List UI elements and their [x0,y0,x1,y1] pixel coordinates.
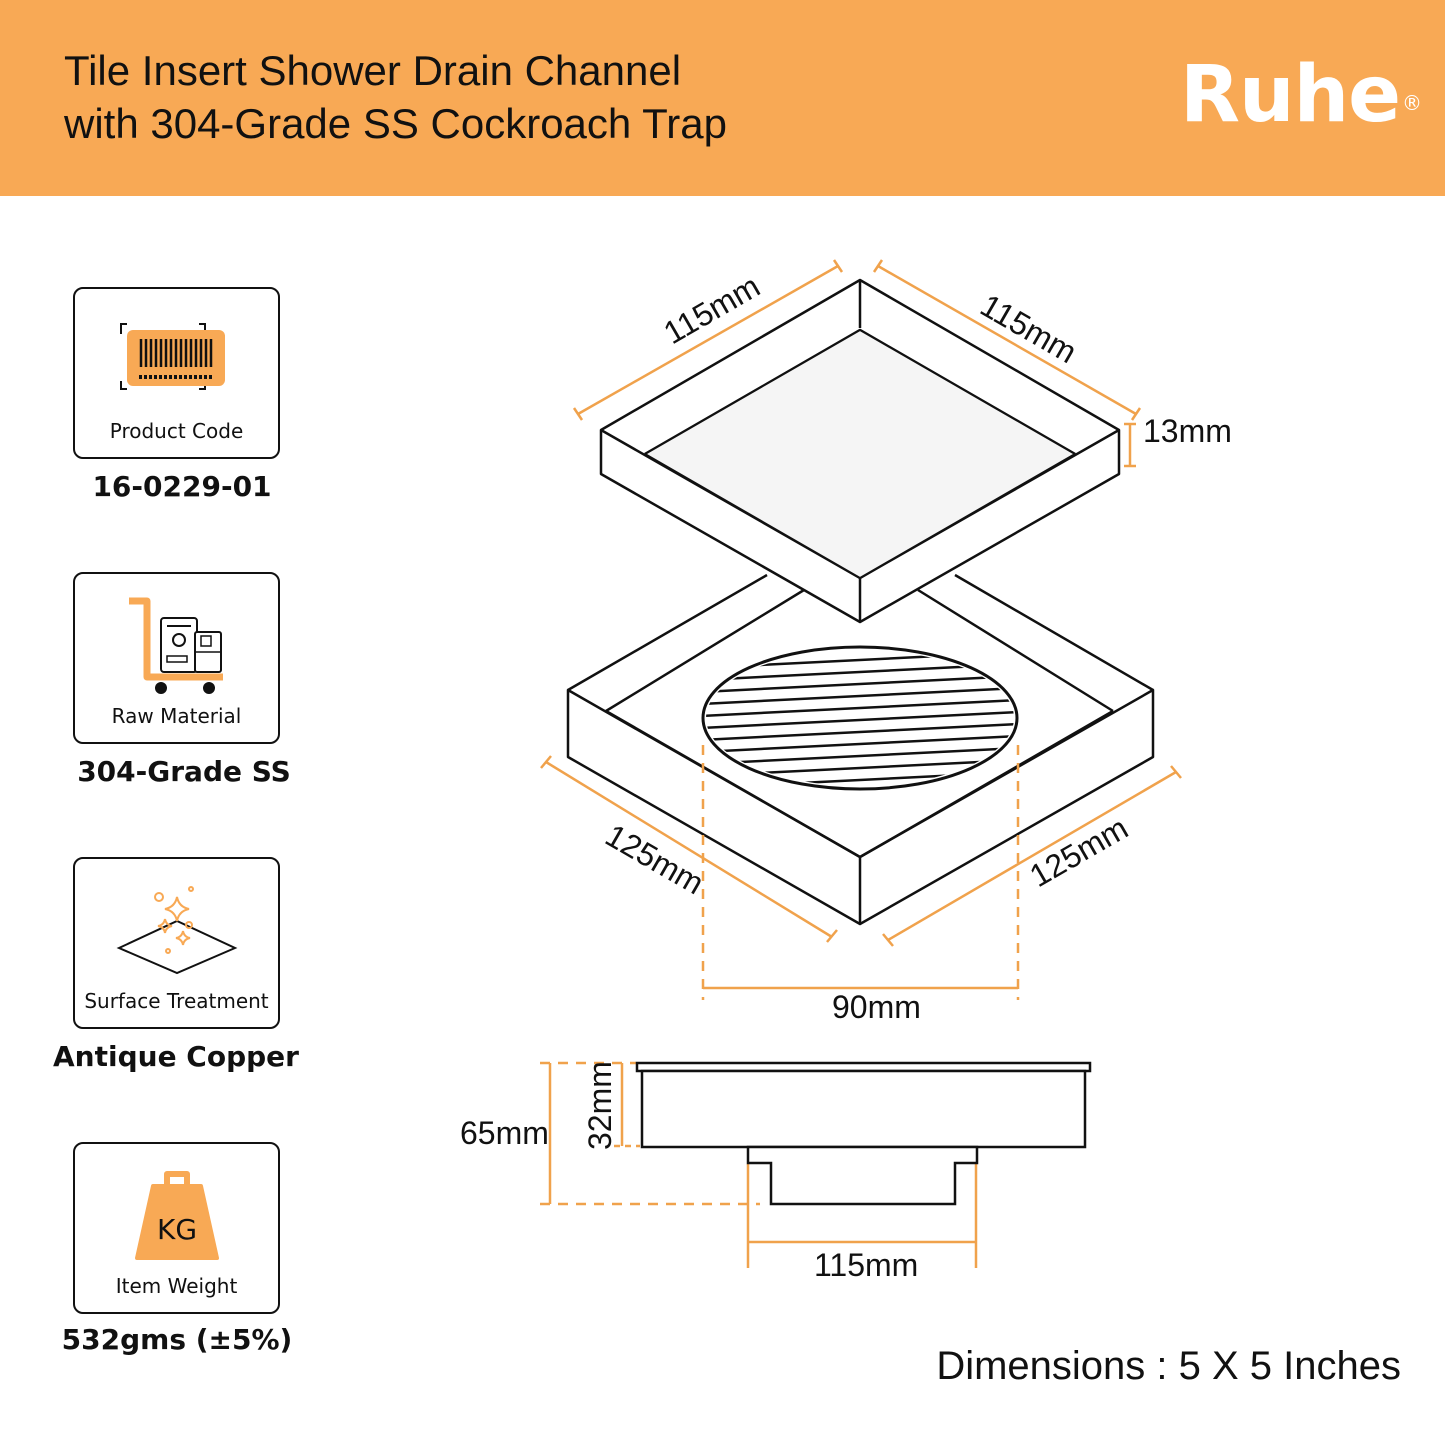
header-banner: Tile Insert Shower Drain Channel with 30… [0,0,1445,196]
dim-total-height: 65mm [460,1115,549,1151]
spec-card-raw-material: Raw Material [73,572,280,744]
dimension-lines [540,259,1182,1268]
side-elevation [635,1061,1092,1206]
spec-label: Raw Material [111,704,242,728]
weight-icon: KG [135,1171,219,1260]
spec-label: Surface Treatment [84,989,269,1013]
registered-mark: ® [1402,91,1422,115]
trolley-icon [129,597,223,694]
tile-insert-tray [599,278,1121,624]
spec-card-surface-treatment: Surface Treatment [73,857,280,1029]
spec-label: Product Code [109,419,244,443]
spec-value-surface-treatment: Antique Copper [53,1040,299,1073]
dim-body-height: 32mm [582,1061,618,1150]
spec-card-item-weight: KG Item Weight [73,1142,280,1314]
dim-top-height: 13mm [1143,413,1232,449]
weight-icon-text: KG [157,1213,197,1246]
sparkle-icon [116,886,238,975]
page-title: Tile Insert Shower Drain Channel with 30… [64,44,727,150]
spec-label: Item Weight [115,1274,238,1298]
brand-logo: Ruhe® [1180,50,1422,140]
dim-bottom-width: 115mm [814,1247,918,1283]
base-frame [566,573,1155,926]
spec-value-item-weight: 532gms (±5%) [61,1323,293,1356]
dimensions-caption: Dimensions : 5 X 5 Inches [936,1344,1401,1388]
title-line-1: Tile Insert Shower Drain Channel [64,47,682,94]
title-line-2: with 304-Grade SS Cockroach Trap [64,100,727,147]
spec-card-product-code: Product Code [73,287,280,459]
spec-value-product-code: 16-0229-01 [92,470,272,503]
brand-logo-text: Ruhe [1180,50,1401,140]
barcode-icon [120,323,225,390]
dim-grate-diameter: 90mm [832,989,921,1025]
spec-value-raw-material: 304-Grade SS [77,755,291,788]
round-grate [701,645,1019,791]
